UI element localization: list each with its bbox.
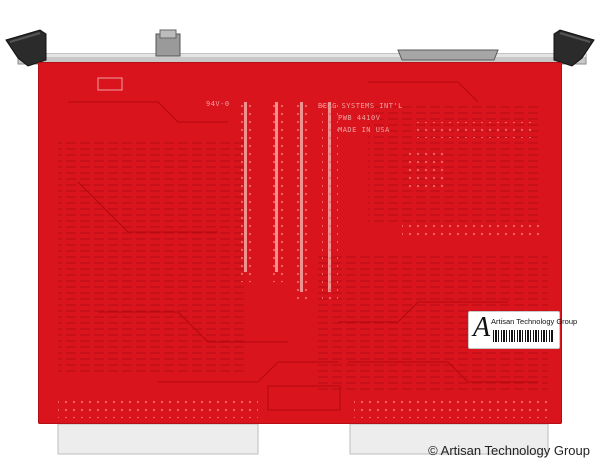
pcb-marking-rating: 94V-0 <box>206 100 230 108</box>
component-outline <box>97 77 123 91</box>
bnc-connector-top <box>159 29 177 39</box>
copyright-watermark: © Artisan Technology Group <box>428 443 590 458</box>
dsub-connector <box>397 49 499 61</box>
vendor-sticker-text: Artisan Technology Group <box>491 317 578 326</box>
pcb-marking-part-number: PWB 4410V <box>338 114 381 122</box>
barcode <box>493 330 553 342</box>
pcb-marking-manufacturer: BERG SYSTEMS INT'L <box>318 102 403 110</box>
backplane-connector-left <box>57 423 259 455</box>
pcb-marking-origin: MADE IN USA <box>338 126 390 134</box>
left-handle-edge <box>9 32 41 43</box>
trace-field-right <box>368 102 538 222</box>
trace-field-left <box>58 142 248 372</box>
component-outline <box>267 385 341 411</box>
right-ejector-handle <box>553 29 595 67</box>
front-panel-highlight <box>18 54 586 57</box>
backplane-connector-right <box>349 423 549 455</box>
right-handle-edge <box>559 32 591 43</box>
circuit-board: BERG SYSTEMS INT'L PWB 4410V MADE IN USA… <box>38 62 562 424</box>
routed-traces <box>68 81 538 383</box>
via-arrays <box>238 102 542 302</box>
pcb-traces <box>58 77 550 418</box>
ic-pin-columns <box>244 102 331 292</box>
vendor-sticker: A Artisan Technology Group <box>468 311 577 349</box>
left-ejector-handle <box>5 29 47 67</box>
edge-pin-rows <box>58 400 550 418</box>
vendor-logo: A <box>473 312 491 343</box>
